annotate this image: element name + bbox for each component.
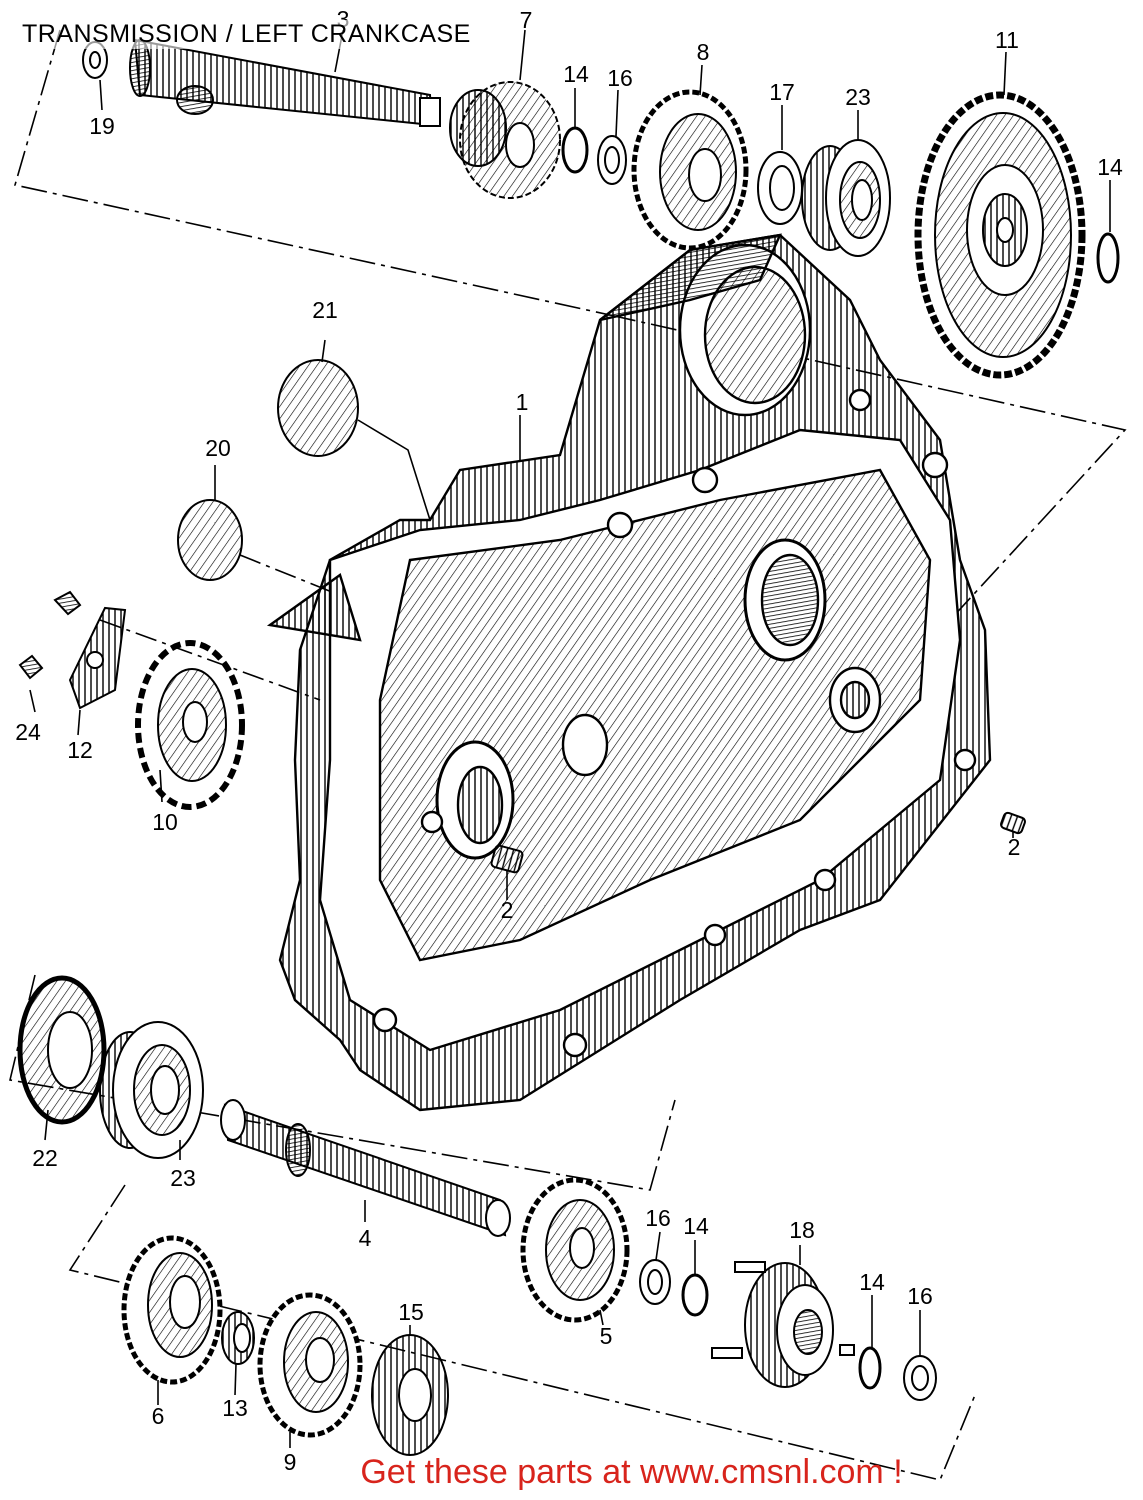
- callout-17: 17: [769, 79, 795, 105]
- bearing-23-bottom: [99, 1021, 204, 1159]
- callout-22: 22: [32, 1145, 58, 1171]
- bearing-22: [17, 975, 107, 1125]
- callout-8: 8: [697, 39, 710, 65]
- circlip-14-top: [561, 126, 589, 174]
- callout-18: 18: [789, 1217, 815, 1243]
- callout-23-bottom: 23: [170, 1165, 196, 1191]
- callout-1: 1: [516, 389, 529, 415]
- thrust-washer-15: [371, 1334, 449, 1456]
- callout-21: 21: [312, 297, 338, 323]
- left-crankcase-1: [266, 233, 992, 1112]
- dowel-pin-2-right: [1000, 811, 1026, 835]
- circlip-14-bottom-right: [858, 1346, 882, 1390]
- callout-4: 4: [359, 1225, 372, 1251]
- collar-13: [221, 1311, 255, 1365]
- callout-16-bottom-right: 16: [907, 1283, 933, 1309]
- countershaft-3: [82, 38, 441, 127]
- callout-24: 24: [15, 719, 41, 745]
- washer-16-middle: [639, 1259, 671, 1305]
- plug-20: [177, 499, 243, 581]
- plug-21: [277, 359, 359, 457]
- callout-12: 12: [67, 737, 93, 763]
- gear-5: [520, 1177, 630, 1323]
- callout-11: 11: [995, 27, 1019, 53]
- final-driven-sprocket-11: [914, 91, 1086, 379]
- callout-19: 19: [89, 113, 115, 139]
- callout-10: 10: [152, 809, 178, 835]
- callout-6: 6: [152, 1403, 165, 1429]
- shift-drum-hub-18: [711, 1261, 855, 1388]
- washer-16-top: [597, 135, 627, 185]
- footer-link-text[interactable]: Get these parts at www.cmsnl.com !: [0, 1453, 1143, 1492]
- washer-16-bottom-right: [903, 1355, 937, 1401]
- bolt-24-lower: [18, 654, 44, 680]
- circlip-14-right: [1096, 232, 1120, 284]
- gear-9: [257, 1292, 363, 1438]
- callout-23-top: 23: [845, 84, 871, 110]
- callout-7: 7: [520, 7, 533, 33]
- bottom-frame-lower: [68, 1184, 976, 1481]
- callout-15: 15: [398, 1299, 424, 1325]
- callout-5: 5: [600, 1323, 613, 1349]
- callout-2-center: 2: [501, 897, 514, 923]
- diagram-title: TRANSMISSION / LEFT CRANKCASE: [22, 20, 471, 49]
- callout-14-top: 14: [563, 61, 589, 87]
- callout-labels: 3 7 19 14 16 8 17 23 11 14 21 1 20 24 12…: [15, 6, 1123, 1475]
- mainshaft-4: [220, 1099, 511, 1237]
- bearing-23-top: [801, 139, 891, 257]
- callout-14-middle: 14: [683, 1213, 709, 1239]
- washer-17: [757, 151, 803, 225]
- drive-sprocket-10: [135, 640, 245, 810]
- gear-7: [449, 81, 561, 199]
- dowel-pin-2-center: [490, 844, 524, 874]
- gear-6: [121, 1235, 223, 1385]
- footer-text[interactable]: Get these parts at www.cmsnl.com !: [360, 1453, 903, 1491]
- callout-13: 13: [222, 1395, 248, 1421]
- gear-8: [631, 89, 749, 251]
- callout-14-bottom-right: 14: [859, 1269, 885, 1295]
- callout-14-right: 14: [1097, 154, 1123, 180]
- callout-16-top: 16: [607, 65, 633, 91]
- bolt-24-upper: [53, 590, 82, 616]
- circlip-14-middle: [681, 1273, 709, 1317]
- callout-2-right: 2: [1008, 834, 1021, 860]
- callout-16-middle: 16: [645, 1205, 671, 1231]
- fixing-plate-12: [68, 606, 127, 710]
- callout-20: 20: [205, 435, 231, 461]
- callout-9: 9: [284, 1449, 297, 1475]
